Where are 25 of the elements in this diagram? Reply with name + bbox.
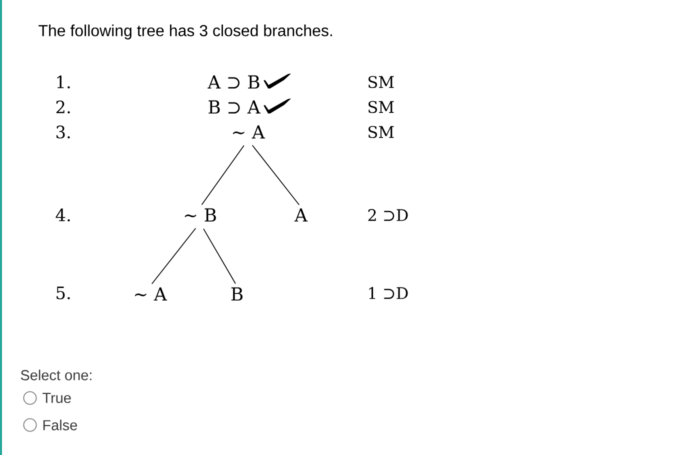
line-number: 3. — [56, 126, 70, 138]
tree-formula: A — [294, 208, 308, 222]
branch-line — [151, 228, 196, 284]
branch-line — [203, 228, 236, 284]
tree-formula: ~ A — [135, 287, 168, 301]
branch-line — [252, 144, 300, 206]
tree-formula: ~ A — [233, 125, 266, 139]
justification-text: SM — [368, 100, 394, 114]
tree-formula: B ⊃ A — [208, 100, 261, 114]
line-number: 5. — [56, 286, 70, 300]
branch-line — [201, 145, 244, 206]
tree-formula: B — [231, 287, 243, 301]
option-label: False — [43, 420, 78, 430]
tree-formula: A ⊃ B — [208, 75, 260, 89]
tree-formula: ~ B — [184, 208, 216, 222]
justification-text: 2 ⊃D — [368, 209, 408, 221]
justification-text: SM — [368, 126, 394, 138]
option-label: True — [42, 392, 71, 404]
line-number: 2. — [56, 100, 70, 114]
line-number: 4. — [56, 208, 70, 222]
justification-text: 1 ⊃D — [369, 287, 408, 299]
justification-text: SM — [368, 76, 394, 88]
line-number: 1. — [57, 76, 70, 88]
prompt-text: Select one: — [20, 370, 92, 380]
title: The following tree has 3 closed branches. — [38, 24, 332, 40]
